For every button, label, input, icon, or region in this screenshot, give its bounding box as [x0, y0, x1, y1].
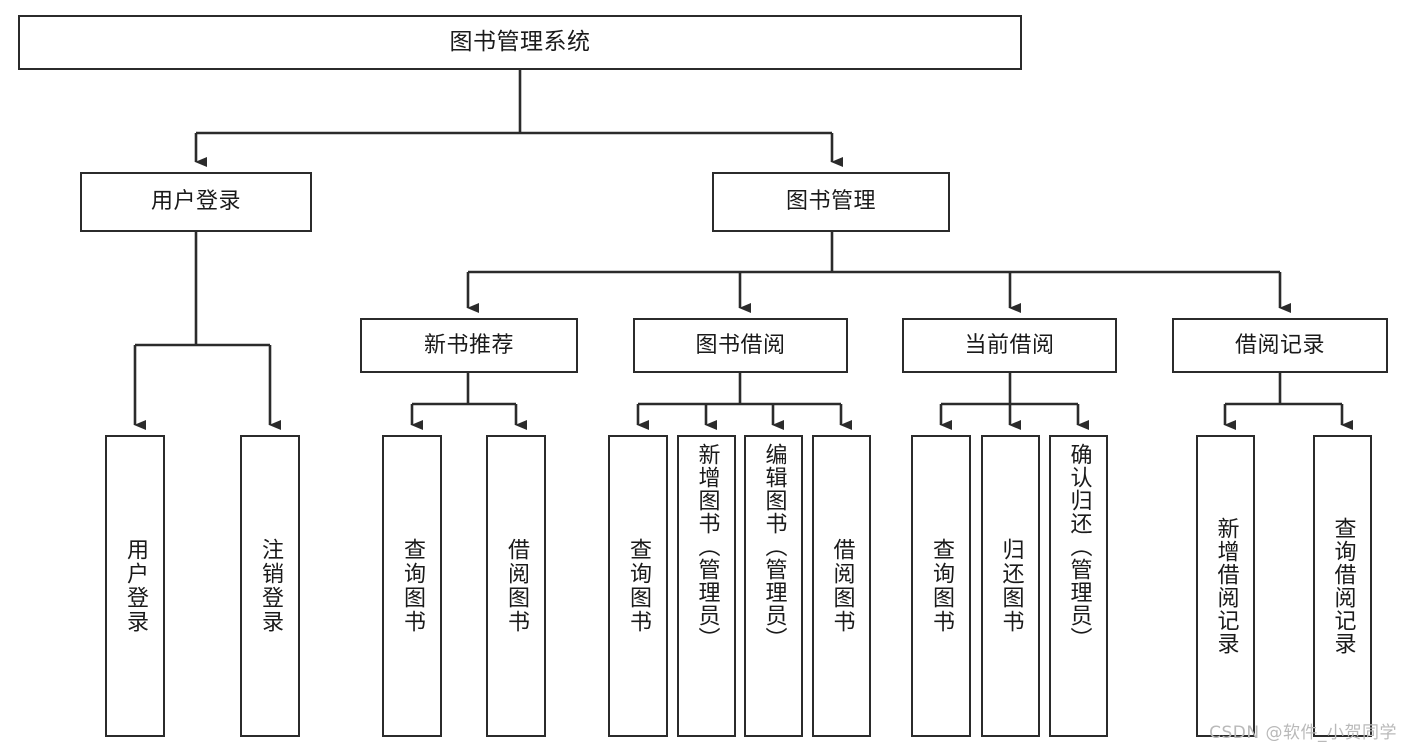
node-leaf-logout[interactable]: 注销登录 — [240, 435, 300, 737]
node-book-borrow[interactable]: 图书借阅 — [633, 318, 848, 373]
node-borrow-record-label: 借阅记录 — [1234, 332, 1325, 358]
node-leaf-user-login[interactable]: 用户登录 — [105, 435, 165, 737]
node-leaf-add-book-label: 新增图书（管理员） — [694, 443, 720, 650]
node-leaf-add-book[interactable]: 新增图书（管理员） — [677, 435, 736, 737]
node-leaf-borrow-book-2-label: 借阅图书 — [829, 538, 855, 634]
csdn-watermark: CSDN @软件_小贺同学 — [1209, 723, 1397, 743]
node-leaf-confirm-return-label: 确认归还（管理员） — [1066, 443, 1092, 650]
node-borrow-record[interactable]: 借阅记录 — [1172, 318, 1388, 373]
node-leaf-add-borrow-record[interactable]: 新增借阅记录 — [1196, 435, 1255, 737]
node-leaf-return-book-label: 归还图书 — [998, 538, 1024, 634]
node-root[interactable]: 图书管理系统 — [18, 15, 1022, 70]
node-leaf-query-book-1-label: 查询图书 — [400, 538, 425, 634]
node-user-login-label: 用户登录 — [150, 189, 241, 215]
node-leaf-query-book-3-label: 查询图书 — [929, 538, 954, 634]
node-leaf-query-book-3[interactable]: 查询图书 — [911, 435, 971, 737]
node-book-borrow-label: 图书借阅 — [695, 332, 786, 358]
node-leaf-add-borrow-record-label: 新增借阅记录 — [1213, 517, 1239, 655]
node-leaf-query-book-2-label: 查询图书 — [626, 538, 651, 634]
node-user-login[interactable]: 用户登录 — [80, 172, 312, 232]
node-book-manage-label: 图书管理 — [785, 189, 876, 215]
node-root-label: 图书管理系统 — [449, 28, 591, 55]
node-new-book-recommend[interactable]: 新书推荐 — [360, 318, 578, 373]
node-current-borrow-label: 当前借阅 — [964, 332, 1055, 358]
node-leaf-query-book-1[interactable]: 查询图书 — [382, 435, 442, 737]
node-leaf-borrow-book-1[interactable]: 借阅图书 — [486, 435, 546, 737]
node-leaf-query-borrow-record[interactable]: 查询借阅记录 — [1313, 435, 1372, 737]
node-leaf-edit-book-label: 编辑图书（管理员） — [761, 443, 787, 650]
node-leaf-query-borrow-record-label: 查询借阅记录 — [1330, 517, 1356, 655]
node-leaf-return-book[interactable]: 归还图书 — [981, 435, 1040, 737]
node-leaf-query-book-2[interactable]: 查询图书 — [608, 435, 668, 737]
node-leaf-confirm-return[interactable]: 确认归还（管理员） — [1049, 435, 1108, 737]
node-new-book-recommend-label: 新书推荐 — [423, 332, 514, 358]
node-leaf-user-login-label: 用户登录 — [123, 538, 148, 634]
node-leaf-borrow-book-2[interactable]: 借阅图书 — [812, 435, 871, 737]
node-leaf-logout-label: 注销登录 — [258, 538, 283, 634]
node-current-borrow[interactable]: 当前借阅 — [902, 318, 1117, 373]
node-leaf-edit-book[interactable]: 编辑图书（管理员） — [744, 435, 803, 737]
node-book-manage[interactable]: 图书管理 — [712, 172, 950, 232]
node-leaf-borrow-book-1-label: 借阅图书 — [504, 538, 529, 634]
